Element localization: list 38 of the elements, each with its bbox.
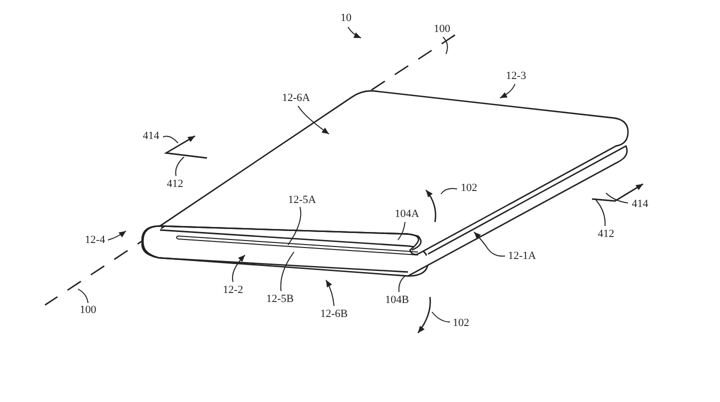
- reference-numeral: 12-6B: [320, 308, 348, 320]
- reference-numeral: 104A: [394, 208, 420, 220]
- reference-numeral: 12-3: [506, 70, 526, 82]
- leader-line: [348, 26, 362, 38]
- leader-line: [432, 312, 450, 322]
- leader-line: [398, 276, 406, 292]
- leader-line: [474, 232, 506, 257]
- reference-numeral: 12-5B: [266, 293, 294, 305]
- reference-numeral: 12-6A: [282, 92, 310, 104]
- reference-numeral: 100: [80, 304, 96, 316]
- leader-line: [162, 136, 178, 144]
- leader-line: [78, 288, 88, 304]
- reference-numeral: 12-4: [84, 234, 106, 246]
- reference-numeral: 12-2: [222, 284, 244, 296]
- reference-numeral: 414: [632, 198, 648, 210]
- reference-numeral: 102: [452, 317, 470, 329]
- leader-line: [232, 254, 246, 282]
- leader-line: [442, 36, 448, 54]
- leader-line: [108, 230, 126, 240]
- reference-numeral: 414: [142, 130, 160, 142]
- leader-line: [398, 222, 406, 240]
- reference-numeral: 100: [434, 23, 450, 35]
- reference-numeral: 412: [598, 228, 614, 240]
- reference-numeral: 412: [166, 178, 184, 190]
- leader-line: [288, 206, 302, 246]
- leader-line: [298, 106, 330, 134]
- leader-line: [280, 252, 294, 292]
- leader-line: [175, 156, 184, 176]
- leader-line: [606, 192, 628, 204]
- leader-line: [440, 188, 458, 194]
- leader-line: [596, 200, 606, 226]
- leader-line: [500, 84, 516, 98]
- reference-numeral: 104B: [385, 294, 409, 306]
- reference-numeral: 12-5A: [288, 194, 316, 206]
- reference-numeral: 12-1A: [508, 250, 536, 262]
- leader-line: [326, 280, 334, 306]
- reference-numeral: 10: [340, 12, 352, 24]
- reference-numeral: 102: [460, 182, 478, 194]
